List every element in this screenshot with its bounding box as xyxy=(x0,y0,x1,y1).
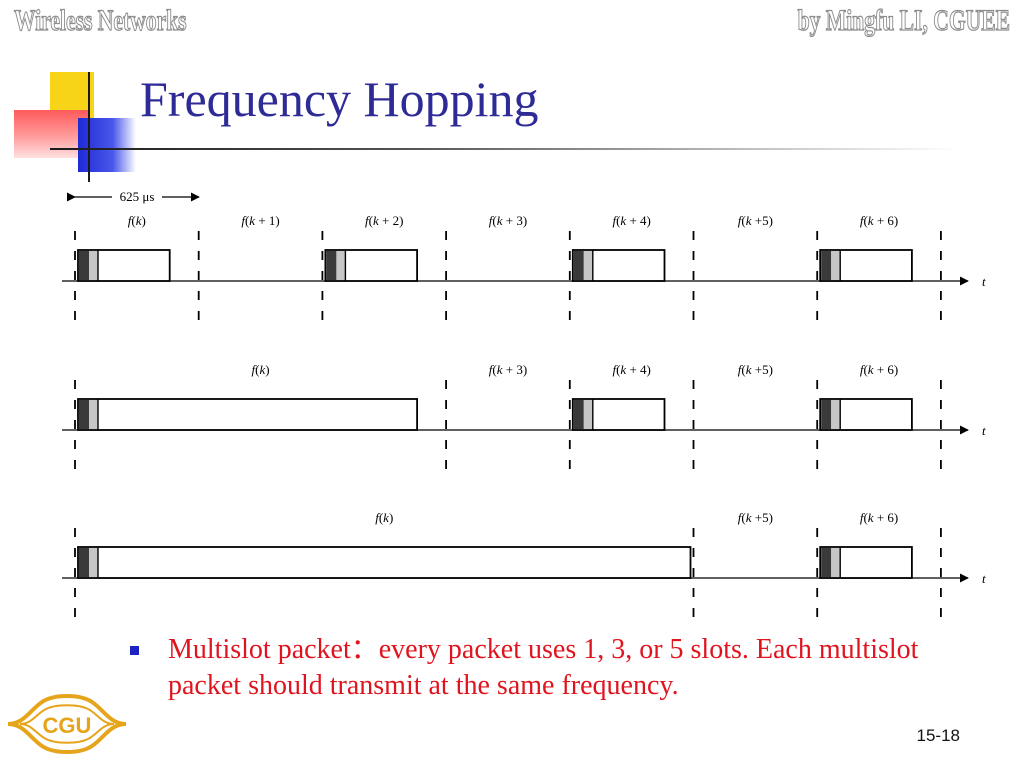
packet-header xyxy=(336,251,346,280)
time-axis-label: t xyxy=(982,274,986,289)
packet-access-code xyxy=(573,400,584,429)
time-axis-label: t xyxy=(982,571,986,586)
packet xyxy=(819,398,913,431)
packet-access-code xyxy=(573,251,584,280)
frequency-label: f(k + 4) xyxy=(612,213,650,228)
page-number: 15-18 xyxy=(916,726,960,745)
header-author: by Mingfu LI, CGUEE xyxy=(797,3,1010,37)
packet-header xyxy=(89,400,98,429)
frequency-label: f(k +5) xyxy=(738,362,773,377)
packet xyxy=(571,398,666,431)
packet xyxy=(819,249,913,282)
packet xyxy=(324,249,418,282)
packet-access-code xyxy=(821,548,832,577)
packet-header xyxy=(583,400,593,429)
frequency-hopping-diagram: 625 μs t f(k) f(k + 1) f(k + 2) f(k + 3) f(k … xyxy=(62,189,986,620)
timeline-row: t f(k) f(k +5) f(k + 6) xyxy=(62,510,986,620)
frequency-label: f(k +5) xyxy=(738,510,773,525)
packet-access-code xyxy=(821,251,832,280)
packet-header xyxy=(831,251,841,280)
logo-text: CGU xyxy=(43,713,92,738)
packet xyxy=(571,249,666,282)
timeline-row: t f(k) f(k + 3) f(k + 4) f(k +5) f(k + 6) xyxy=(62,362,986,472)
decoration-blue-square xyxy=(78,118,136,172)
packet-header xyxy=(89,548,98,577)
packet-access-code xyxy=(821,400,832,429)
frequency-label: f(k) xyxy=(128,213,146,228)
packet xyxy=(77,546,692,579)
frequency-label: f(k +5) xyxy=(738,213,773,228)
packet-header xyxy=(831,548,841,577)
packet xyxy=(77,398,419,431)
packet-header xyxy=(89,251,98,280)
frequency-label: f(k + 2) xyxy=(365,213,403,228)
cgu-logo: CGU xyxy=(7,694,127,754)
frequency-label: f(k + 3) xyxy=(489,213,527,228)
frequency-label: f(k + 6) xyxy=(860,213,898,228)
frequency-label: f(k) xyxy=(375,510,393,525)
packet-body xyxy=(77,546,692,579)
packet-access-code xyxy=(79,548,89,577)
timeline-row: t f(k) f(k + 1) f(k + 2) f(k + 3) f(k + 4) f(k… xyxy=(62,213,986,323)
bullet-text: Multislot packet：every packet uses 1, 3,… xyxy=(168,634,919,701)
frequency-label: f(k + 1) xyxy=(241,213,279,228)
frequency-label: f(k) xyxy=(252,362,270,377)
time-axis-label: t xyxy=(982,423,986,438)
packet-header xyxy=(583,251,593,280)
timeline-rows: t f(k) f(k + 1) f(k + 2) f(k + 3) f(k + 4) f(k… xyxy=(62,213,986,620)
bullet-marker-icon xyxy=(130,646,139,655)
title-underline xyxy=(50,148,960,150)
packet-access-code xyxy=(326,251,337,280)
packet-access-code xyxy=(79,400,89,429)
slide-title: Frequency Hopping xyxy=(140,71,539,127)
frequency-label: f(k + 4) xyxy=(612,362,650,377)
frequency-label: f(k + 6) xyxy=(860,510,898,525)
header-course-title: Wireless Networks xyxy=(14,3,187,37)
slot-duration-indicator: 625 μs xyxy=(66,189,200,204)
packet-access-code xyxy=(79,251,89,280)
decoration-vertical-line xyxy=(88,72,90,182)
packet-body xyxy=(77,398,419,431)
frequency-label: f(k + 3) xyxy=(489,362,527,377)
packet-header xyxy=(831,400,841,429)
decoration-red-square xyxy=(14,110,90,158)
slot-duration-label: 625 μs xyxy=(120,189,155,204)
frequency-label: f(k + 6) xyxy=(860,362,898,377)
packet xyxy=(77,249,171,282)
packet xyxy=(819,546,913,579)
